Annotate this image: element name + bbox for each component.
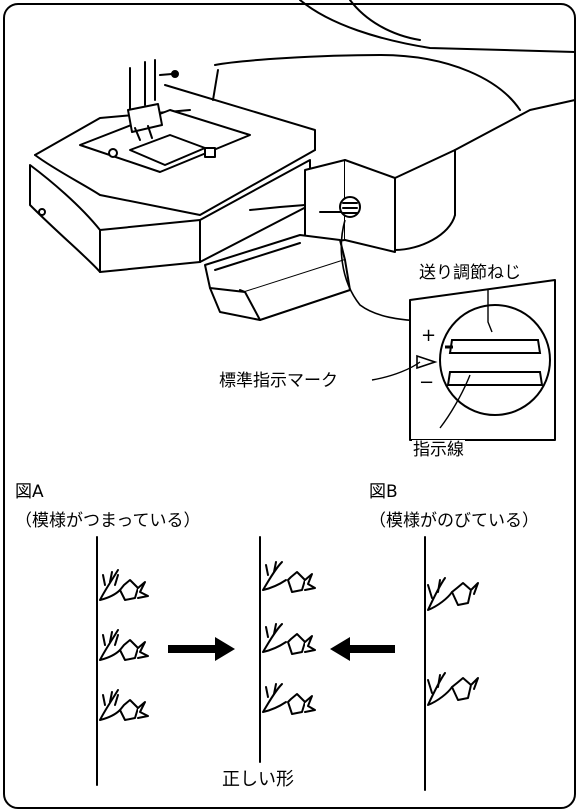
arrow-left: [330, 637, 395, 661]
figure-a-caption: （模様がつまっている）: [15, 511, 201, 531]
figure-a-title: 図A: [15, 482, 44, 502]
fig-a-tulip-3: [99, 689, 149, 721]
feed-dial-label: 送り調節ねじ: [418, 263, 522, 283]
standard-mark-label: 標準指示マーク: [218, 371, 339, 391]
plus-sign: +: [421, 325, 437, 346]
dial-leader-line: [487, 290, 493, 333]
fig-b-tulip-1: [427, 577, 479, 611]
correct-tulip-2: [262, 623, 316, 655]
mark-leader-line: [371, 361, 421, 381]
correct-tulip-1: [262, 561, 316, 593]
figure-b-caption: （模様がのびている）: [369, 511, 539, 531]
arrow-right: [168, 637, 235, 661]
correct-shape-caption: 正しい形: [222, 769, 294, 790]
outer-frame: [3, 3, 576, 809]
pattern-figures: [96, 536, 479, 791]
correct-tulip-3: [262, 683, 316, 715]
callout-line: [340, 219, 431, 323]
fig-b-tulip-2: [427, 672, 479, 706]
fig-a-tulip-2: [99, 629, 149, 661]
sewing-machine: [29, 0, 576, 321]
dial-zoom-box: [409, 279, 556, 441]
indicator-line-label: 指示線: [412, 440, 465, 460]
indicator-leader-line: [439, 374, 471, 429]
minus-sign: −: [419, 372, 435, 393]
fig-a-tulip-1: [99, 569, 149, 601]
figure-b-title: 図B: [369, 482, 398, 502]
arrows: [168, 637, 395, 661]
